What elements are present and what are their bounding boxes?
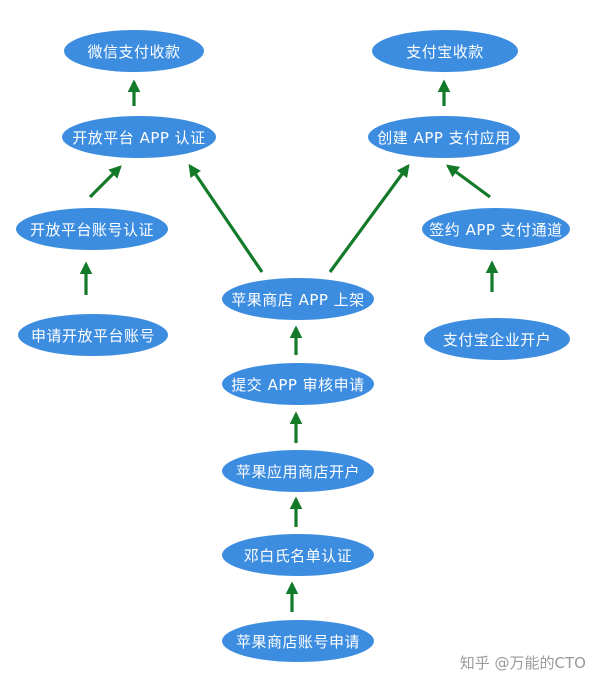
node-open-platform-account-auth: 开放平台账号认证 xyxy=(16,208,168,250)
node-dunbai-verification: 邓白氏名单认证 xyxy=(222,534,374,576)
node-create-app-pay: 创建 APP 支付应用 xyxy=(368,116,520,158)
arrow-appstore-to-create-app xyxy=(328,163,410,273)
node-alipay-enterprise-account: 支付宝企业开户 xyxy=(424,318,570,360)
node-wechat-pay: 微信支付收款 xyxy=(64,30,204,72)
node-alipay-pay: 支付宝收款 xyxy=(372,30,518,72)
arrow-account-auth-to-app-auth xyxy=(88,165,122,199)
arrow-sign-to-create-app xyxy=(445,164,491,199)
node-appstore-app-listing: 苹果商店 APP 上架 xyxy=(222,278,374,320)
node-open-platform-app-auth: 开放平台 APP 认证 xyxy=(62,116,216,158)
node-appstore-account-apply: 苹果商店账号申请 xyxy=(222,620,374,662)
node-submit-app-review: 提交 APP 审核申请 xyxy=(222,363,374,405)
node-appstore-account-open: 苹果应用商店开户 xyxy=(222,450,374,492)
node-apply-open-platform-account: 申请开放平台账号 xyxy=(18,314,168,356)
arrow-appstore-to-app-auth xyxy=(188,163,264,273)
watermark-text: 知乎 @万能的CTO xyxy=(459,654,586,672)
node-sign-app-pay-channel: 签约 APP 支付通道 xyxy=(422,208,570,250)
